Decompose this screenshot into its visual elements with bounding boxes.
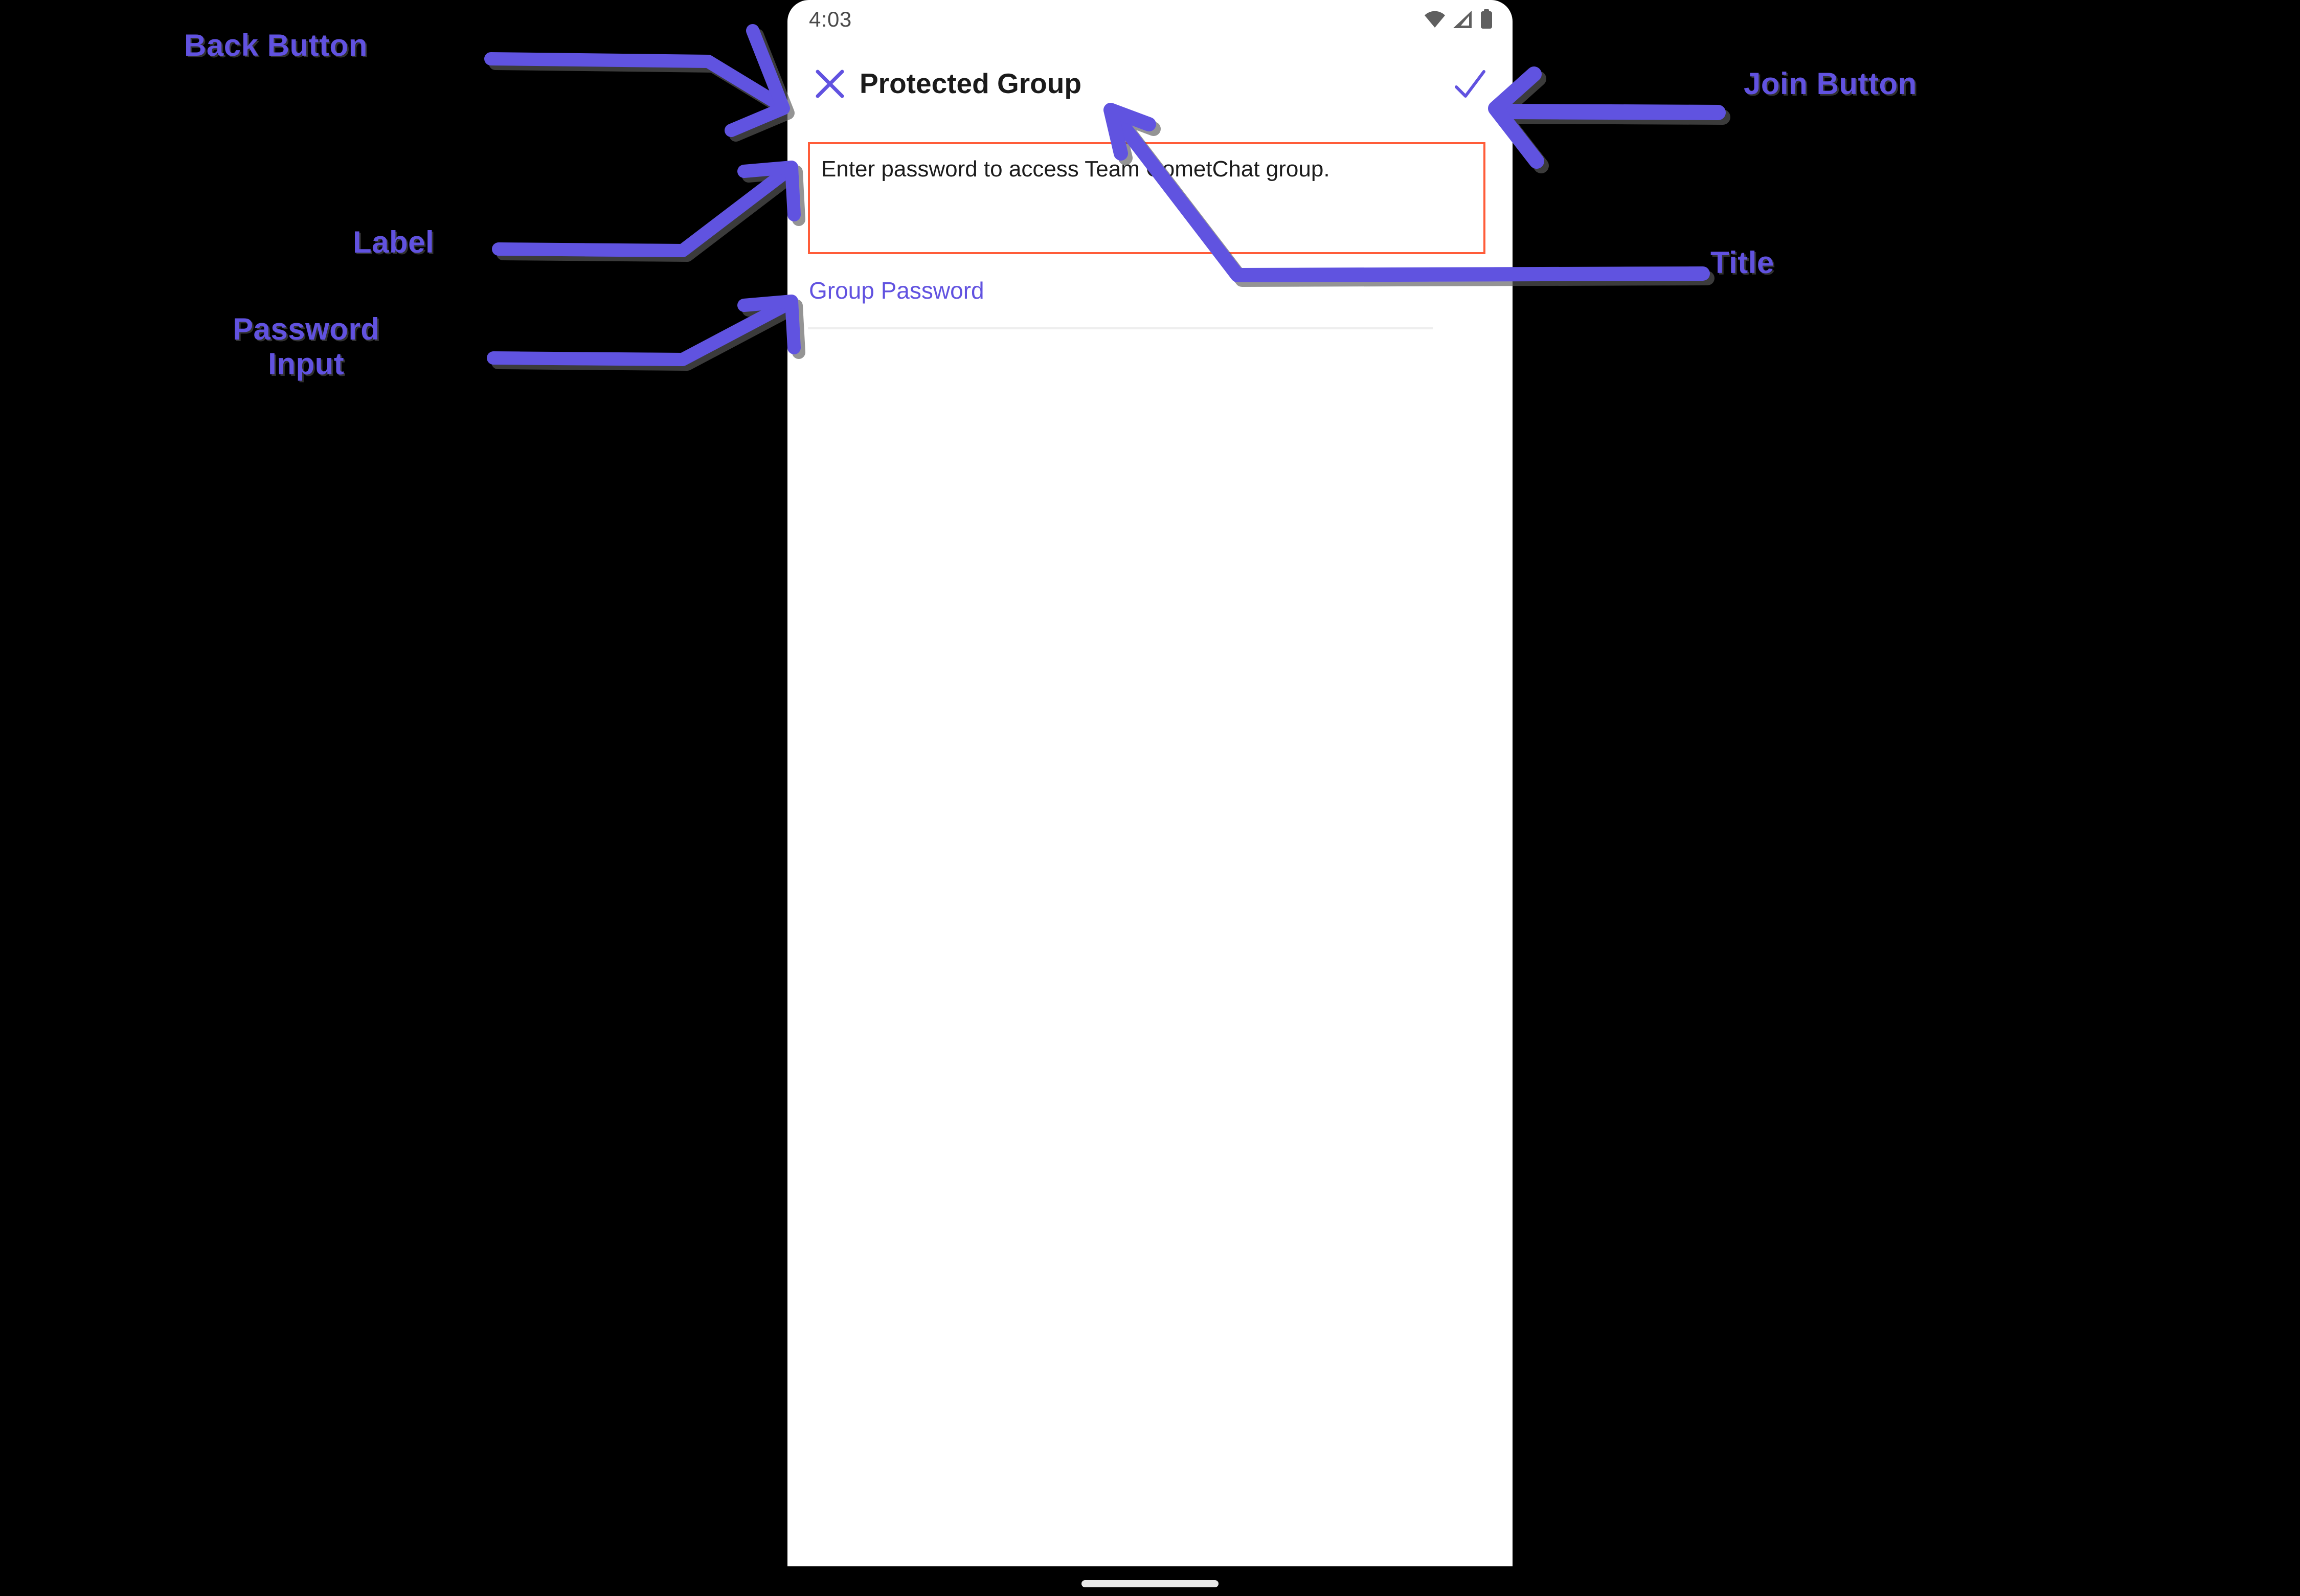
app-bar: Protected Group bbox=[787, 51, 1513, 107]
arrow-join-button bbox=[1488, 66, 1726, 169]
description-text: Enter password to access Team CometChat … bbox=[821, 156, 1330, 182]
annotation-password-input: Password Input bbox=[233, 312, 380, 381]
close-icon bbox=[816, 70, 844, 98]
arrow-password-input bbox=[487, 295, 801, 366]
password-label: Group Password bbox=[809, 277, 984, 304]
home-indicator[interactable] bbox=[1081, 1580, 1219, 1587]
system-navigation-bar bbox=[787, 1566, 1513, 1596]
battery-icon bbox=[1481, 9, 1492, 29]
arrow-back-button bbox=[484, 24, 790, 137]
phone-screen: 4:03 Protected Group bbox=[787, 0, 1513, 1566]
password-input[interactable] bbox=[808, 325, 1433, 329]
annotation-join-button: Join Button bbox=[1744, 66, 1917, 101]
check-icon bbox=[1455, 70, 1485, 98]
annotation-label: Label bbox=[353, 225, 435, 259]
status-bar: 4:03 bbox=[787, 0, 1513, 40]
cellular-signal-icon bbox=[1453, 11, 1472, 28]
wifi-icon bbox=[1425, 11, 1445, 28]
description-highlight-box: Enter password to access Team CometChat … bbox=[808, 142, 1485, 254]
status-bar-icons bbox=[1424, 9, 1493, 30]
page-title: Protected Group bbox=[860, 68, 1081, 99]
annotation-back-button: Back Button bbox=[184, 28, 368, 62]
join-button[interactable] bbox=[1452, 66, 1488, 102]
arrow-label bbox=[492, 161, 801, 257]
status-bar-clock: 4:03 bbox=[809, 7, 852, 31]
annotation-title: Title bbox=[1710, 245, 1774, 280]
password-field-group: Group Password bbox=[808, 275, 1485, 329]
close-button[interactable] bbox=[814, 68, 846, 100]
